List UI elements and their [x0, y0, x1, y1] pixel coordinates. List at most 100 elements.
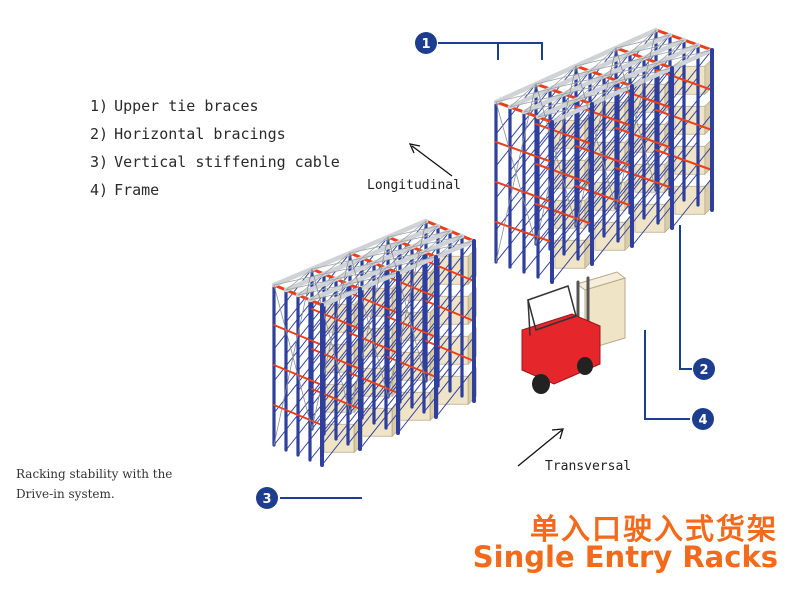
- frame-brace: [617, 62, 659, 114]
- stability-note-line-1: Racking stability with the: [16, 467, 173, 481]
- top-cable: [523, 88, 551, 113]
- top-cable: [335, 257, 363, 280]
- frame-brace: [297, 310, 337, 360]
- frame-brace: [321, 320, 361, 370]
- frame-brace: [549, 198, 591, 250]
- frame-brace: [423, 331, 463, 381]
- frame-brace: [435, 336, 475, 386]
- forklift-cage-post: [527, 299, 531, 336]
- frame-brace: [349, 332, 389, 382]
- frame-brace: [523, 125, 565, 177]
- transversal-arrow: [517, 428, 564, 467]
- horizontal-bracing: [495, 181, 553, 203]
- frame-brace: [629, 130, 671, 182]
- frame-brace: [323, 385, 363, 435]
- frame-brace: [617, 158, 659, 210]
- legend-item-frame: 4)Frame: [90, 181, 160, 199]
- frame-brace: [551, 199, 593, 251]
- forklift-wheel: [532, 374, 550, 394]
- frame-brace: [347, 363, 387, 413]
- horizontal-bracing: [535, 123, 593, 145]
- frame-brace: [435, 240, 475, 290]
- top-cable: [297, 273, 325, 296]
- horizontal-bracing: [615, 167, 673, 189]
- frame-brace: [399, 321, 439, 371]
- front-rack-illustration: [271, 218, 477, 467]
- frame-brace: [311, 348, 351, 398]
- frame-brace: [373, 310, 413, 360]
- title-chinese: 单入口驶入式货架: [529, 512, 778, 546]
- top-cable: [347, 262, 375, 285]
- top-cable: [323, 252, 351, 275]
- frame-brace: [523, 221, 565, 273]
- stiffening-cable: [387, 236, 427, 382]
- frame-brace: [537, 194, 579, 246]
- pallet-load: [437, 375, 469, 405]
- top-cable: [361, 236, 389, 259]
- frame-brace: [411, 358, 451, 408]
- top-cable: [643, 34, 671, 59]
- frame-brace: [373, 342, 413, 392]
- pallet-load: [554, 239, 586, 269]
- frame-brace: [631, 131, 673, 183]
- frame-brace: [589, 148, 631, 200]
- top-cable: [373, 241, 401, 264]
- forklift-wheel: [577, 357, 593, 375]
- frame-brace: [577, 80, 619, 132]
- frame-brace: [397, 256, 437, 306]
- top-cable: [423, 230, 451, 253]
- frame-brace: [285, 369, 325, 419]
- top-cable: [285, 268, 313, 291]
- frame-brace: [643, 103, 685, 155]
- frame-brace: [615, 125, 657, 177]
- frame-brace: [537, 226, 579, 278]
- frame-brace: [671, 49, 713, 101]
- frame-brace: [373, 374, 413, 424]
- stiffening-cable: [615, 47, 657, 191]
- frame-brace: [423, 363, 463, 413]
- frame-brace: [629, 66, 671, 118]
- frame-brace: [631, 67, 673, 119]
- top-cable: [509, 83, 537, 108]
- frame-brace: [589, 180, 631, 232]
- frame-brace: [347, 299, 387, 349]
- top-cable: [309, 278, 337, 301]
- frame-brace: [671, 81, 713, 133]
- frame-brace: [617, 190, 659, 242]
- horizontal-bracing: [495, 221, 553, 243]
- top-cable: [359, 267, 387, 290]
- frame-brace: [591, 149, 633, 201]
- frame-brace: [335, 390, 375, 440]
- frame-brace: [657, 172, 699, 224]
- frame-brace: [399, 257, 439, 307]
- frame-brace: [423, 299, 463, 349]
- frame-brace: [537, 98, 579, 150]
- frame-brace: [285, 401, 325, 451]
- frame-brace: [631, 163, 673, 215]
- frame-brace: [373, 278, 413, 328]
- top-cable: [603, 52, 631, 77]
- frame-brace: [671, 177, 713, 229]
- frame-brace: [523, 157, 565, 209]
- top-cable: [321, 283, 349, 306]
- frame-brace: [297, 342, 337, 392]
- top-cable: [435, 235, 463, 258]
- top-cable: [629, 29, 657, 54]
- top-cable: [551, 98, 579, 123]
- frame-brace: [361, 337, 401, 387]
- frame-brace: [397, 352, 437, 402]
- frame-brace: [657, 108, 699, 160]
- pallet-load: [674, 185, 706, 215]
- frame-brace: [631, 99, 673, 151]
- frame-brace: [385, 347, 425, 397]
- top-cable: [385, 246, 413, 269]
- longitudinal-arrow: [408, 143, 453, 177]
- frame-brace: [617, 94, 659, 146]
- frame-brace: [563, 203, 605, 255]
- top-cable: [577, 75, 605, 100]
- frame-brace: [589, 116, 631, 168]
- top-cable: [657, 39, 685, 64]
- frame-brace: [603, 153, 645, 205]
- frame-brace: [321, 416, 361, 466]
